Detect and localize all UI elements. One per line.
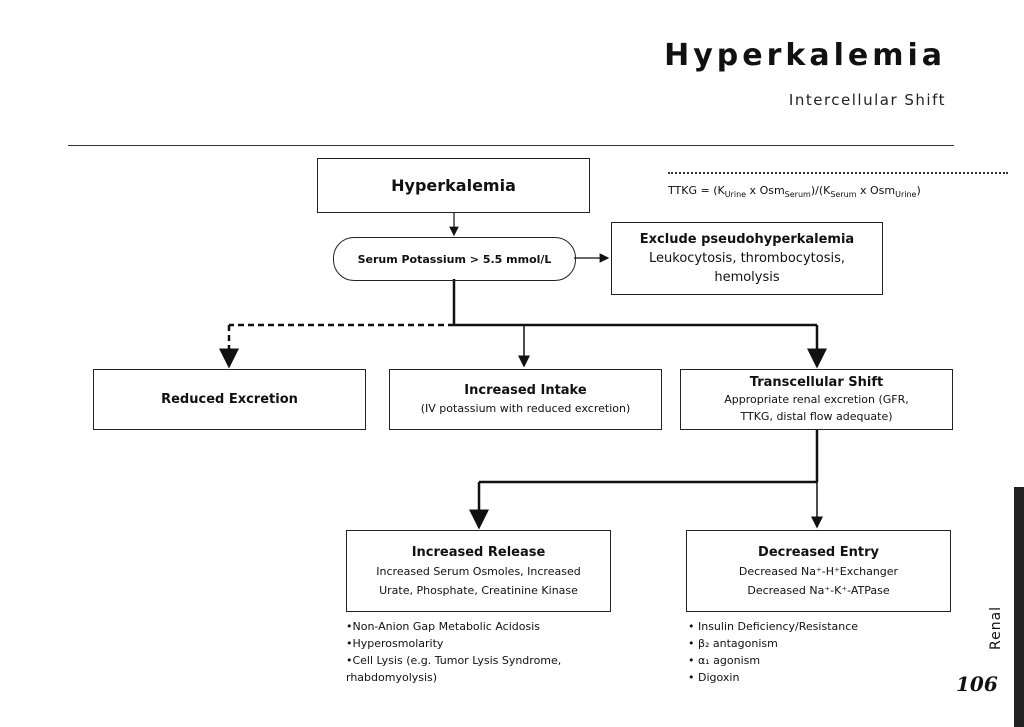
- formula-dotted-rule: [668, 172, 1008, 174]
- page-subtitle: Intercellular Shift: [788, 91, 946, 109]
- list-item: •Hyperosmolarity: [346, 637, 444, 650]
- ttkg-formula: TTKG = (KUrine x OsmSerum)/(KSerum x Osm…: [668, 184, 921, 200]
- increased-intake-detail: (IV potassium with reduced excretion): [420, 401, 631, 415]
- increased-release-box: Increased Release Increased Serum Osmole…: [346, 530, 611, 612]
- hyperkalemia-box-label: Hyperkalemia: [391, 176, 516, 195]
- increased-intake-box: Increased Intake (IV potassium with redu…: [389, 369, 662, 430]
- exclude-line2: hemolysis: [714, 270, 780, 285]
- list-item: • Insulin Deficiency/Resistance: [688, 620, 859, 633]
- section-side-bar: [1014, 487, 1024, 727]
- header-divider: [68, 145, 954, 146]
- decreased-entry-line1: Decreased Na⁺-H⁺Exchanger: [738, 564, 899, 578]
- increased-release-title: Increased Release: [411, 544, 546, 560]
- decreased-entry-title: Decreased Entry: [758, 544, 879, 560]
- release-notes: •Non-Anion Gap Metabolic Acidosis •Hyper…: [346, 618, 561, 686]
- decreased-entry-box: Decreased Entry Decreased Na⁺-H⁺Exchange…: [686, 530, 951, 612]
- reduced-excretion-label: Reduced Excretion: [161, 392, 298, 407]
- list-item: • β₂ antagonism: [688, 637, 778, 650]
- transcellular-shift-title: Transcellular Shift: [749, 375, 884, 390]
- page-title: Hyperkalemia: [664, 38, 946, 73]
- transcellular-shift-line1: Appropriate renal excretion (GFR,: [724, 393, 909, 406]
- increased-release-line2: Urate, Phosphate, Creatinine Kinase: [379, 583, 578, 597]
- exclude-line1: Leukocytosis, thrombocytosis,: [649, 251, 845, 266]
- transcellular-shift-box: Transcellular Shift Appropriate renal ex…: [680, 369, 953, 430]
- increased-release-line1: Increased Serum Osmoles, Increased: [376, 564, 581, 578]
- exclude-title: Exclude pseudohyperkalemia: [639, 232, 855, 247]
- list-item: •Non-Anion Gap Metabolic Acidosis: [346, 620, 540, 633]
- reduced-excretion-box: Reduced Excretion: [93, 369, 366, 430]
- decreased-entry-line2: Decreased Na⁺-K⁺-ATPase: [747, 583, 890, 597]
- exclude-pseudohyperkalemia-box: Exclude pseudohyperkalemia Leukocytosis,…: [611, 222, 883, 295]
- increased-intake-title: Increased Intake: [464, 382, 587, 398]
- hyperkalemia-box: Hyperkalemia: [317, 158, 590, 213]
- list-item: • α₁ agonism: [688, 654, 761, 667]
- section-label: Renal: [988, 605, 1004, 650]
- page-number: 106: [956, 672, 998, 696]
- list-item: rhabdomyolysis): [346, 671, 438, 684]
- transcellular-shift-line2: TTKG, distal flow adequate): [740, 410, 893, 423]
- serum-potassium-condition: Serum Potassium > 5.5 mmol/L: [333, 237, 576, 281]
- list-item: •Cell Lysis (e.g. Tumor Lysis Syndrome,: [346, 654, 562, 667]
- entry-notes: • Insulin Deficiency/Resistance • β₂ ant…: [688, 618, 858, 686]
- list-item: • Digoxin: [688, 671, 740, 684]
